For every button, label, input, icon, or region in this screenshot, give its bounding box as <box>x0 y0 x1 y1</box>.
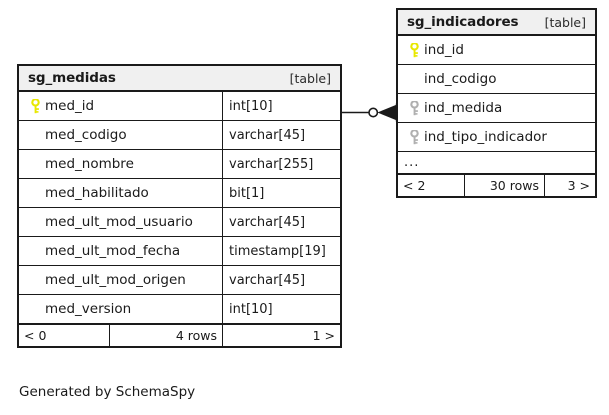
table-row[interactable]: med_nombre varchar[255] <box>19 150 340 179</box>
table-title: sg_indicadores <box>407 14 519 30</box>
table-row[interactable]: med_id int[10] <box>19 92 340 121</box>
more-columns-indicator: ... <box>398 152 595 174</box>
column-label: med_version <box>45 301 132 317</box>
column-type: varchar[45] <box>222 208 340 236</box>
column-label: med_nombre <box>45 156 134 172</box>
table-row[interactable]: med_ult_mod_origen varchar[45] <box>19 266 340 295</box>
primary-key-icon <box>26 98 45 114</box>
generated-by-caption: Generated by SchemaSpy <box>19 384 196 400</box>
table-title: sg_medidas <box>28 70 116 86</box>
column-name-cell: med_codigo <box>19 121 222 149</box>
column-name-cell: med_ult_mod_usuario <box>19 208 222 236</box>
foreign-key-icon <box>405 100 424 116</box>
table-type-tag: [table] <box>544 14 586 30</box>
column-type: int[10] <box>222 92 340 120</box>
column-name-cell: med_id <box>19 92 222 120</box>
table-sg-indicadores[interactable]: sg_indicadores [table] ind_id ind_ <box>396 8 597 198</box>
column-label: med_ult_mod_usuario <box>45 214 193 230</box>
column-label: med_ult_mod_origen <box>45 272 186 288</box>
column-label: med_id <box>45 98 95 114</box>
table-row[interactable]: ind_tipo_indicador <box>398 123 595 152</box>
column-name-cell: med_nombre <box>19 150 222 178</box>
column-name-cell: med_ult_mod_origen <box>19 266 222 294</box>
column-name-cell: ind_codigo <box>398 65 595 93</box>
next-page-button[interactable]: 1 > <box>222 325 340 346</box>
table-header-sg-indicadores: sg_indicadores [table] <box>398 10 595 36</box>
table-row[interactable]: med_codigo varchar[45] <box>19 121 340 150</box>
column-name-cell: ind_tipo_indicador <box>398 123 595 151</box>
column-type: timestamp[19] <box>222 237 340 265</box>
table-footer-sg-indicadores: < 2 30 rows 3 > <box>398 174 595 196</box>
column-name-cell: ind_medida <box>398 94 595 122</box>
table-row[interactable]: ind_codigo <box>398 65 595 94</box>
foreign-key-icon <box>405 129 424 145</box>
column-type: bit[1] <box>222 179 340 207</box>
column-name-cell: ind_id <box>398 36 595 64</box>
column-label: ind_codigo <box>424 71 497 87</box>
table-row[interactable]: med_ult_mod_usuario varchar[45] <box>19 208 340 237</box>
column-name-cell: med_version <box>19 295 222 323</box>
table-row[interactable]: ind_medida <box>398 94 595 123</box>
table-row[interactable]: med_habilitado bit[1] <box>19 179 340 208</box>
column-type: varchar[45] <box>222 266 340 294</box>
row-count-label: 4 rows <box>109 325 222 346</box>
column-label: med_ult_mod_fecha <box>45 243 181 259</box>
column-label: ind_tipo_indicador <box>424 129 547 145</box>
table-footer-sg-medidas: < 0 4 rows 1 > <box>19 324 340 346</box>
table-row[interactable]: med_ult_mod_fecha timestamp[19] <box>19 237 340 266</box>
column-label: med_codigo <box>45 127 127 143</box>
column-label: ind_medida <box>424 100 503 116</box>
prev-page-button[interactable]: < 0 <box>24 328 47 343</box>
table-row[interactable]: med_version int[10] <box>19 295 340 324</box>
column-name-cell: med_habilitado <box>19 179 222 207</box>
column-type: varchar[45] <box>222 121 340 149</box>
relationship-connector <box>340 103 398 122</box>
table-row[interactable]: ind_id <box>398 36 595 65</box>
column-type: int[10] <box>222 295 340 323</box>
column-type: varchar[255] <box>222 150 340 178</box>
prev-page-button[interactable]: < 2 <box>403 178 426 193</box>
table-type-tag: [table] <box>289 70 331 86</box>
table-header-sg-medidas: sg_medidas [table] <box>19 66 340 92</box>
table-sg-medidas[interactable]: sg_medidas [table] med_id int[10] <box>17 64 342 348</box>
row-count-label: 30 rows <box>464 175 544 196</box>
column-label: ind_id <box>424 42 464 58</box>
next-page-button[interactable]: 3 > <box>544 175 595 196</box>
primary-key-icon <box>405 42 424 58</box>
column-name-cell: med_ult_mod_fecha <box>19 237 222 265</box>
column-label: med_habilitado <box>45 185 149 201</box>
